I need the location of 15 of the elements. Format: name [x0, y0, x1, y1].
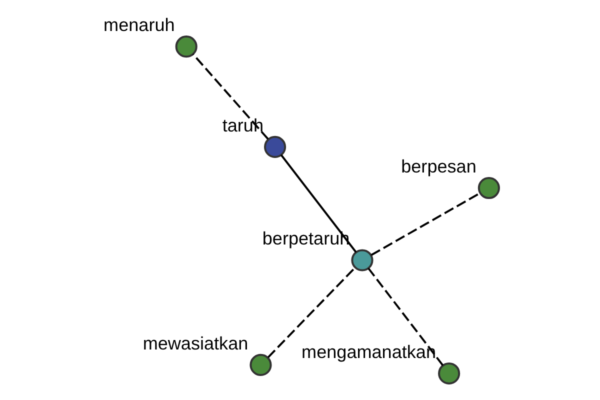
- node-circle: [174, 36, 197, 58]
- connector: [266, 267, 356, 358]
- node-label: menaruh: [103, 14, 174, 35]
- node-circle: [438, 362, 460, 385]
- node-label: berpesan: [400, 156, 476, 176]
- node-circle: [264, 136, 286, 158]
- node-label: taruh: [222, 115, 263, 136]
- node-circle: [477, 176, 500, 200]
- node-circle: [249, 354, 272, 376]
- node-circle: [350, 249, 373, 272]
- node-label: mewasiatkan: [142, 333, 248, 354]
- connector: [370, 192, 480, 256]
- connector: [192, 54, 268, 140]
- connector: [367, 268, 444, 366]
- node-label: mengamanatkan: [301, 342, 436, 362]
